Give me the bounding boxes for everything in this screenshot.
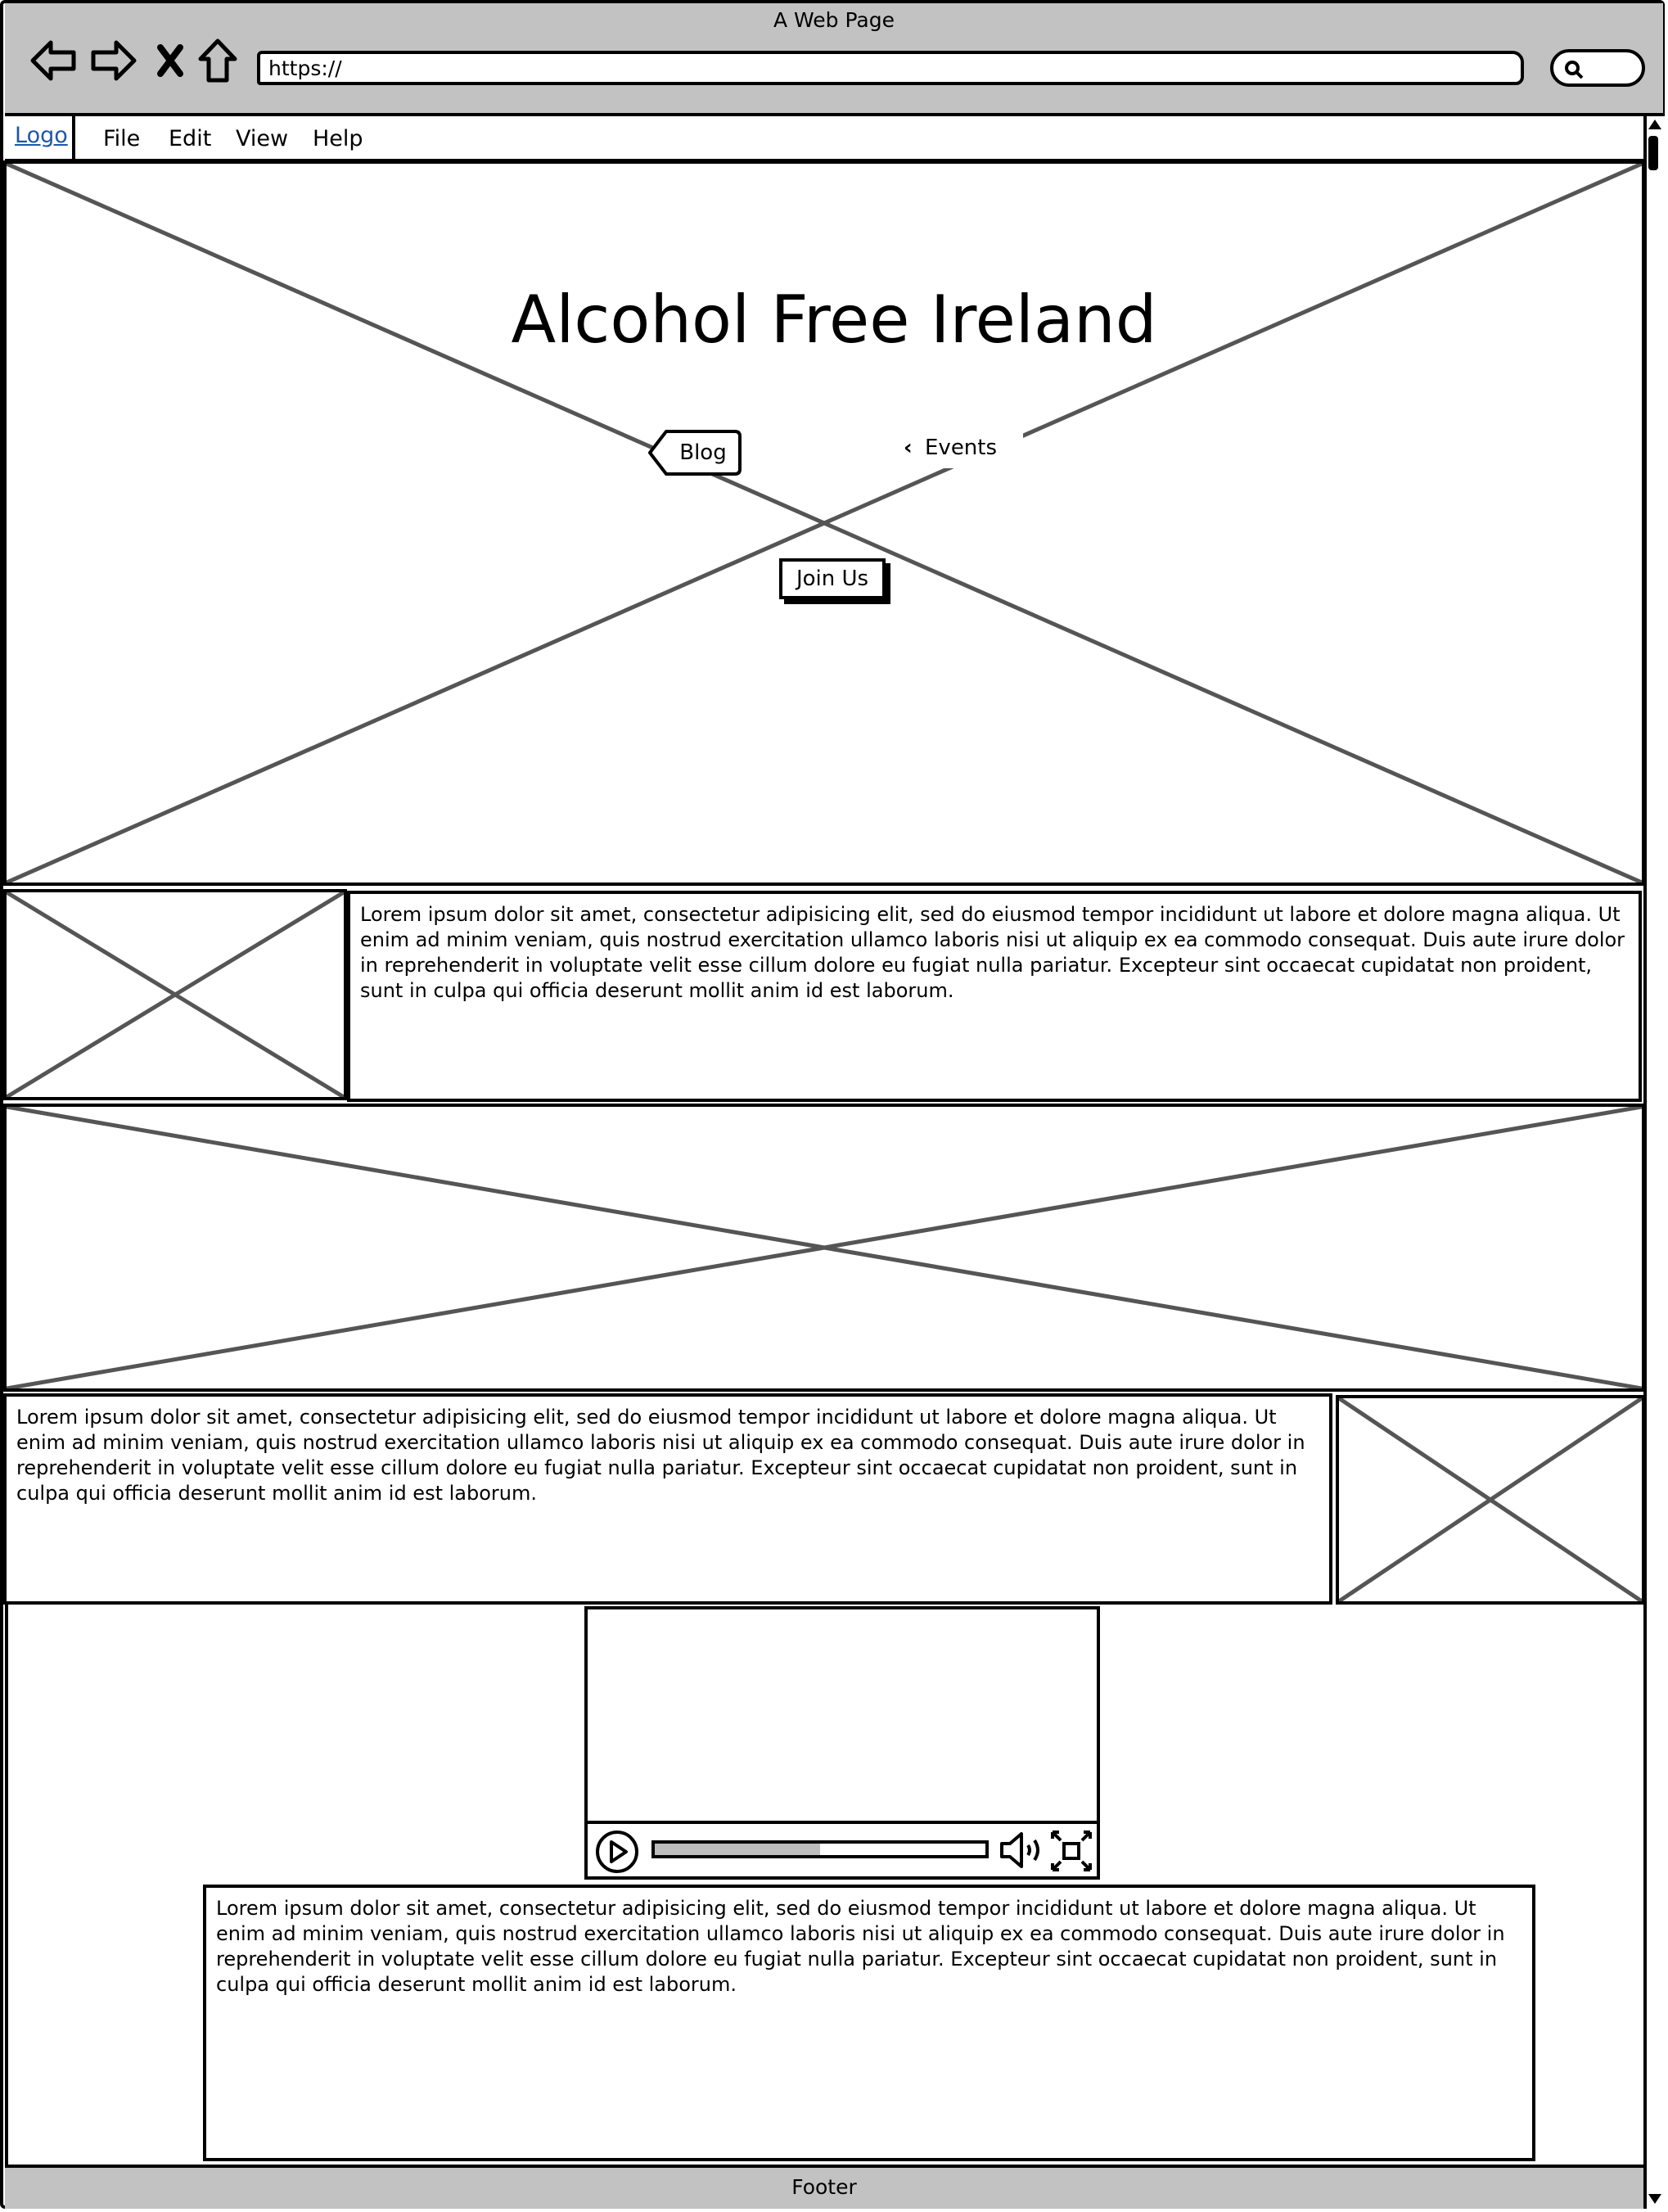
- forward-arrow-icon[interactable]: [88, 34, 139, 87]
- stop-icon[interactable]: [152, 34, 188, 87]
- blog-link[interactable]: Blog: [679, 440, 727, 465]
- footer: Footer: [5, 2165, 1643, 2209]
- section-text-1: Lorem ipsum dolor sit amet, consectetur …: [347, 891, 1642, 1102]
- video-player[interactable]: [584, 1606, 1100, 1880]
- home-icon[interactable]: [195, 34, 241, 87]
- section-image-placeholder-1: [3, 889, 347, 1100]
- scroll-up-arrow-icon[interactable]: [1647, 118, 1663, 131]
- section-text-3: Lorem ipsum dolor sit amet, consectetur …: [203, 1885, 1535, 2161]
- logo-container: [5, 116, 75, 162]
- scroll-thumb[interactable]: [1648, 136, 1658, 170]
- vertical-scrollbar[interactable]: [1643, 116, 1665, 2209]
- menu-item-view[interactable]: View: [236, 126, 289, 151]
- hero-title: Alcohol Free Ireland: [511, 282, 1157, 358]
- join-us-button[interactable]: Join Us: [779, 558, 886, 599]
- browser-search-field[interactable]: [1550, 49, 1645, 87]
- chevron-left-icon: ‹: [904, 436, 913, 460]
- events-link[interactable]: ‹ Events: [904, 431, 1023, 468]
- hero-image-placeholder: [3, 160, 1645, 886]
- logo-link[interactable]: Logo: [15, 123, 68, 148]
- scroll-down-arrow-icon[interactable]: [1647, 2192, 1663, 2205]
- video-progress-fill: [655, 1844, 820, 1855]
- menu-item-help[interactable]: Help: [313, 126, 363, 151]
- fullscreen-icon[interactable]: [1049, 1829, 1093, 1873]
- menu-item-file[interactable]: File: [103, 126, 141, 151]
- menu-item-edit[interactable]: Edit: [169, 126, 212, 151]
- section-text-2: Lorem ipsum dolor sit amet, consectetur …: [3, 1393, 1332, 1605]
- back-arrow-icon[interactable]: [28, 34, 79, 87]
- video-controls: [584, 1821, 1100, 1880]
- section-image-placeholder-2: [1336, 1395, 1645, 1605]
- url-input[interactable]: https://: [257, 51, 1524, 85]
- play-icon[interactable]: [594, 1829, 640, 1875]
- content-edge-divider: [5, 1605, 8, 2165]
- search-icon: [1565, 61, 1584, 79]
- video-progress-bar[interactable]: [651, 1840, 989, 1858]
- window-title: A Web Page: [773, 8, 895, 32]
- volume-icon[interactable]: [999, 1829, 1044, 1871]
- banner-image-placeholder: [3, 1104, 1645, 1392]
- blog-tab-shape: [648, 430, 742, 476]
- events-label: Events: [925, 436, 998, 460]
